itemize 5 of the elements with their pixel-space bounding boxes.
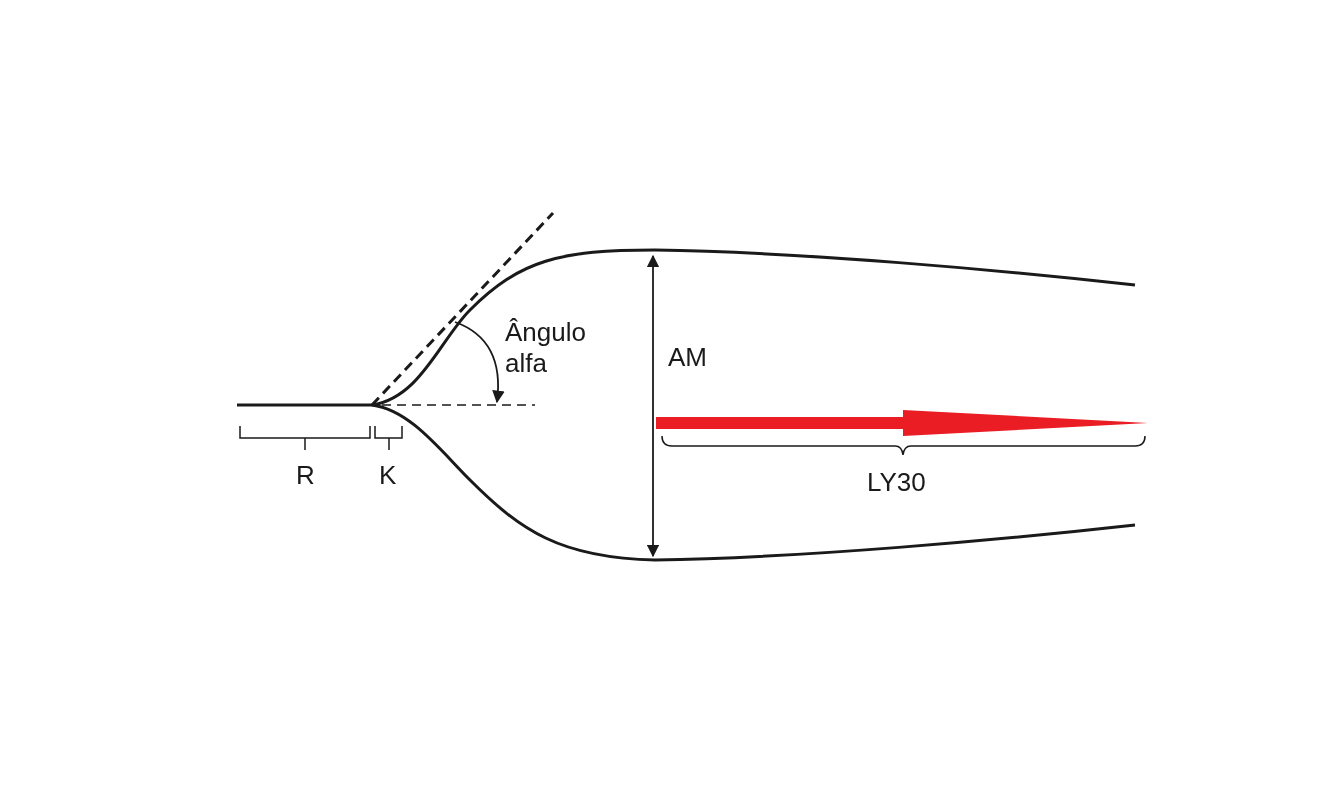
measure-label: AM [668, 342, 707, 373]
measure-label: K [379, 460, 397, 491]
measure-label: R [296, 460, 315, 491]
measure-label: Ângulo alfa [505, 317, 587, 379]
measure-label: LY30 [867, 467, 926, 498]
